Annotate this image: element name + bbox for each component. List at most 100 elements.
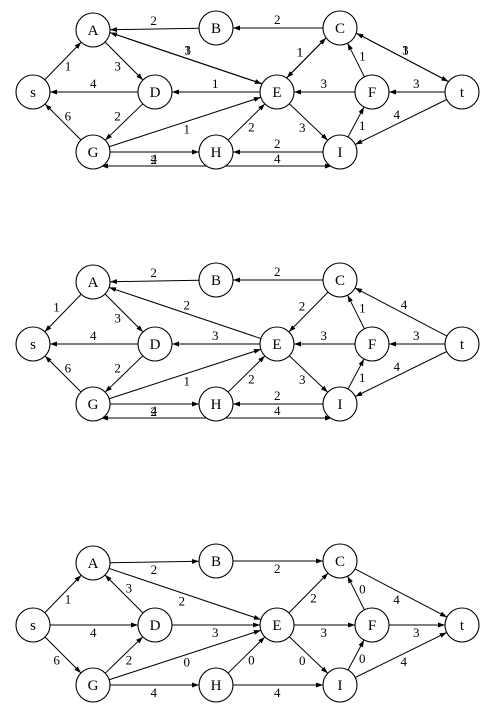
node-label: t bbox=[460, 618, 465, 634]
edge-A-E: 2 bbox=[108, 567, 262, 621]
node-H: H bbox=[198, 667, 234, 703]
node-label: t bbox=[460, 85, 465, 101]
node-C: C bbox=[322, 262, 358, 298]
edge-label: 1 bbox=[65, 592, 72, 607]
edge-A-D: 3 bbox=[104, 293, 144, 333]
edge-label: 4 bbox=[90, 76, 97, 91]
edge-B-A: 2 bbox=[109, 13, 200, 33]
edge-label: 6 bbox=[65, 360, 72, 375]
edge-label: 1 bbox=[185, 43, 192, 58]
edge-E-A: 3 bbox=[109, 32, 263, 85]
edge-label: 2 bbox=[248, 120, 255, 135]
edge-H-I: 4 bbox=[224, 151, 332, 169]
node-label: E bbox=[272, 85, 281, 101]
edge-s-G: 6 bbox=[44, 636, 82, 674]
node-label: F bbox=[368, 618, 376, 634]
edge-I-H: 2 bbox=[233, 136, 323, 155]
edge-label: 1 bbox=[297, 44, 304, 59]
node-C: C bbox=[322, 10, 358, 46]
edge-label: 2 bbox=[274, 264, 281, 279]
edge-t-C: 4 bbox=[354, 287, 448, 337]
node-G: G bbox=[75, 386, 111, 422]
node-label: s bbox=[30, 618, 36, 634]
node-label: D bbox=[150, 85, 161, 101]
edge-label: 3 bbox=[299, 372, 306, 387]
node-label: C bbox=[335, 21, 345, 37]
edge-H-G: 4 bbox=[101, 403, 208, 421]
edge-t-I: 4 bbox=[355, 351, 447, 397]
node-label: B bbox=[211, 21, 221, 37]
edge-D-A: 3 bbox=[104, 574, 144, 614]
edge-label: 4 bbox=[274, 151, 281, 166]
edge-label: 3 bbox=[402, 42, 409, 57]
edge-C-t: 4 bbox=[354, 568, 448, 618]
node-H: H bbox=[198, 386, 234, 422]
edge-E-I: 3 bbox=[288, 355, 329, 393]
edge-F-C: 0 bbox=[347, 575, 366, 611]
edge-D-s: 4 bbox=[50, 328, 138, 347]
edge-B-C: 2 bbox=[233, 558, 323, 576]
node-label: G bbox=[88, 397, 99, 413]
node-I: I bbox=[322, 386, 358, 422]
edge-H-I: 4 bbox=[233, 682, 323, 700]
node-H: H bbox=[198, 134, 234, 170]
edge-C-B: 2 bbox=[233, 12, 323, 31]
node-label: C bbox=[335, 554, 345, 570]
node-C: C bbox=[322, 543, 358, 579]
edge-G-s: 6 bbox=[44, 103, 82, 141]
edge-label: 0 bbox=[299, 653, 306, 668]
node-E: E bbox=[259, 74, 295, 110]
edge-t-F: 3 bbox=[389, 76, 445, 95]
edge-G-H: 4 bbox=[110, 682, 199, 700]
node-A: A bbox=[75, 12, 111, 48]
node-label: I bbox=[338, 397, 343, 413]
edge-I-F: 1 bbox=[347, 106, 366, 138]
edge-label: 2 bbox=[151, 562, 158, 577]
node-F: F bbox=[354, 74, 390, 110]
edge-label: 2 bbox=[274, 136, 281, 151]
edge-label: 3 bbox=[413, 76, 420, 91]
edge-D-E: 3 bbox=[172, 622, 260, 640]
edge-label: 2 bbox=[274, 388, 281, 403]
edge-t-F: 3 bbox=[389, 328, 445, 347]
node-F: F bbox=[354, 607, 390, 643]
edge-label: 2 bbox=[114, 108, 121, 123]
node-label: B bbox=[211, 273, 221, 289]
node-label: E bbox=[272, 337, 281, 353]
edge-D-G: 2 bbox=[104, 355, 144, 393]
node-A: A bbox=[75, 264, 111, 300]
edge-E-I: 3 bbox=[288, 103, 329, 141]
node-label: A bbox=[88, 556, 99, 572]
edge-t-C: 1 bbox=[356, 32, 449, 82]
edge-E-I: 0 bbox=[288, 636, 329, 674]
edge-label: 2 bbox=[248, 372, 255, 387]
edge-E-A: 2 bbox=[108, 286, 262, 340]
edge-label: 2 bbox=[151, 152, 158, 167]
edge-label: 3 bbox=[114, 311, 121, 326]
edge-label: 6 bbox=[65, 108, 72, 123]
edge-label: 2 bbox=[150, 265, 157, 280]
node-I: I bbox=[322, 667, 358, 703]
edge-I-F: 1 bbox=[347, 358, 366, 390]
node-label: s bbox=[30, 337, 36, 353]
edge-label: 2 bbox=[151, 404, 158, 419]
edge-label: 4 bbox=[393, 592, 400, 607]
edge-E-D: 3 bbox=[172, 328, 260, 347]
edge-H-G: 4 bbox=[101, 151, 208, 169]
node-label: s bbox=[30, 85, 36, 101]
node-t: t bbox=[444, 326, 480, 362]
edge-label: 1 bbox=[53, 299, 60, 314]
edge-label: 0 bbox=[359, 581, 366, 596]
edge-label: 6 bbox=[53, 653, 60, 668]
edge-label: 4 bbox=[393, 107, 400, 122]
edge-s-D: 4 bbox=[50, 622, 138, 640]
edge-t-I: 4 bbox=[355, 99, 447, 145]
edge-label: 4 bbox=[151, 403, 158, 418]
edge-label: 3 bbox=[321, 328, 328, 343]
edge-H-E: 2 bbox=[227, 103, 266, 141]
edge-G-E: 1 bbox=[109, 96, 261, 148]
edge-label: 2 bbox=[274, 561, 281, 576]
edge-I-t: 4 bbox=[355, 632, 447, 678]
